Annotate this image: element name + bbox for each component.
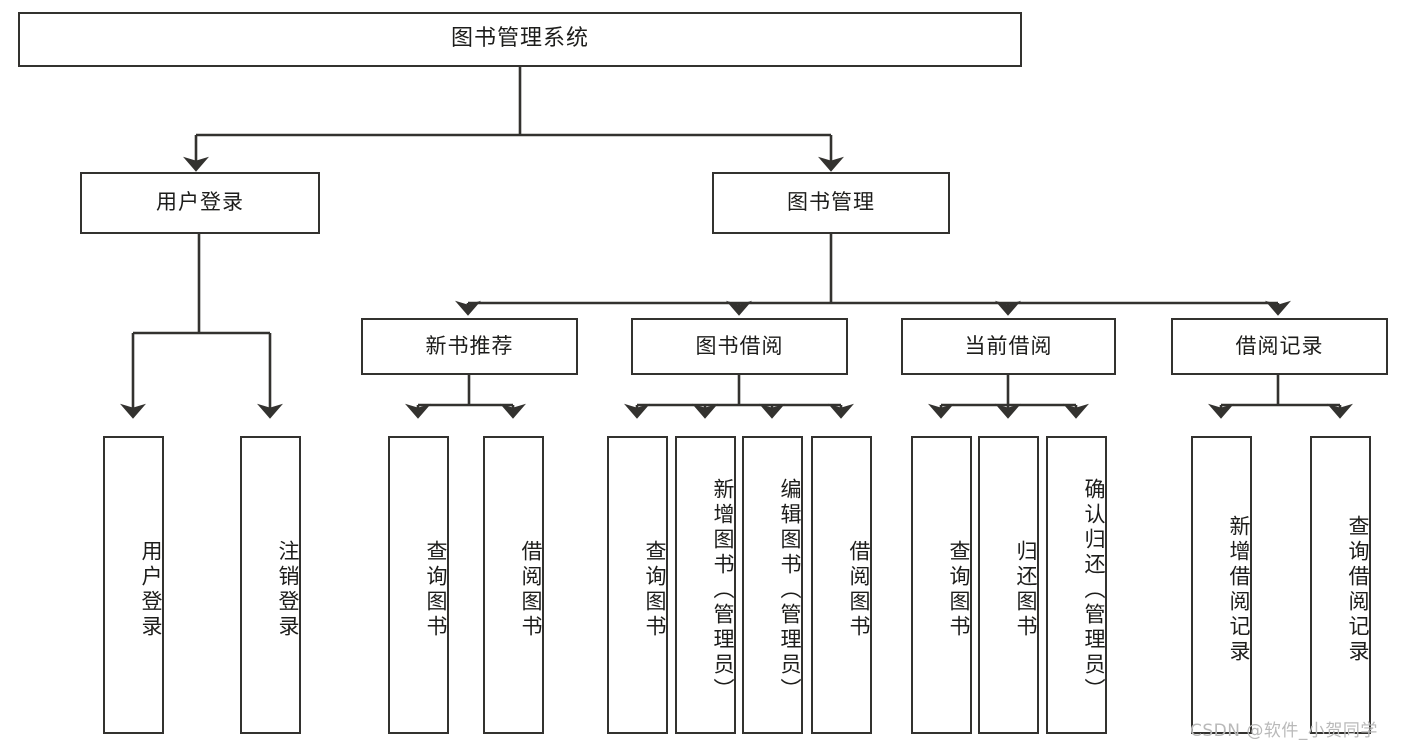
node-label: 新书推荐 <box>425 333 514 358</box>
node-label: 查询借阅记录 <box>1346 515 1370 665</box>
leaf-book-borrow-borrow-book[interactable]: 借阅图书 <box>811 436 872 734</box>
node-label: 借阅图书 <box>519 540 543 640</box>
leaf-borrow-record-query-record[interactable]: 查询借阅记录 <box>1310 436 1371 734</box>
node-user-login[interactable]: 用户登录 <box>80 172 320 234</box>
node-borrow-record[interactable]: 借阅记录 <box>1171 318 1388 375</box>
node-label: 借阅记录 <box>1235 333 1324 358</box>
leaf-current-borrow-query-book[interactable]: 查询图书 <box>911 436 972 734</box>
node-label: 查询图书 <box>424 540 448 640</box>
leaf-book-borrow-edit-book[interactable]: 编辑图书（管理员） <box>742 436 803 734</box>
leaf-user-login-login[interactable]: 用户登录 <box>103 436 164 734</box>
node-label: 当前借阅 <box>964 333 1053 358</box>
node-label: 借阅图书 <box>847 540 871 640</box>
leaf-current-borrow-return-book[interactable]: 归还图书 <box>978 436 1039 734</box>
node-current-borrow[interactable]: 当前借阅 <box>901 318 1116 375</box>
leaf-new-book-borrow-book[interactable]: 借阅图书 <box>483 436 544 734</box>
node-label: 查询图书 <box>643 540 667 640</box>
node-label: 用户登录 <box>139 540 163 640</box>
node-label: 图书管理 <box>787 190 875 215</box>
leaf-book-borrow-add-book[interactable]: 新增图书（管理员） <box>675 436 736 734</box>
node-root-book-management-system[interactable]: 图书管理系统 <box>18 12 1022 67</box>
node-label: 注销登录 <box>276 540 300 640</box>
node-label: 图书借阅 <box>695 333 784 358</box>
node-label: 确认归还（管理员） <box>1082 477 1106 703</box>
leaf-book-borrow-query-book[interactable]: 查询图书 <box>607 436 668 734</box>
node-new-book-recommend[interactable]: 新书推荐 <box>361 318 578 375</box>
leaf-current-borrow-confirm-return[interactable]: 确认归还（管理员） <box>1046 436 1107 734</box>
leaf-new-book-query-book[interactable]: 查询图书 <box>388 436 449 734</box>
leaf-borrow-record-add-record[interactable]: 新增借阅记录 <box>1191 436 1252 734</box>
node-book-management[interactable]: 图书管理 <box>712 172 950 234</box>
node-label: 新增图书（管理员） <box>711 477 735 703</box>
node-label: 编辑图书（管理员） <box>778 477 802 703</box>
node-book-borrow[interactable]: 图书借阅 <box>631 318 848 375</box>
csdn-watermark: CSDN @软件_小贺同学 <box>1190 721 1378 741</box>
node-label: 查询图书 <box>947 540 971 640</box>
node-label: 图书管理系统 <box>450 26 589 52</box>
leaf-user-login-logout[interactable]: 注销登录 <box>240 436 301 734</box>
node-label: 新增借阅记录 <box>1227 515 1251 665</box>
node-label: 用户登录 <box>156 190 244 215</box>
node-label: 归还图书 <box>1014 540 1038 640</box>
